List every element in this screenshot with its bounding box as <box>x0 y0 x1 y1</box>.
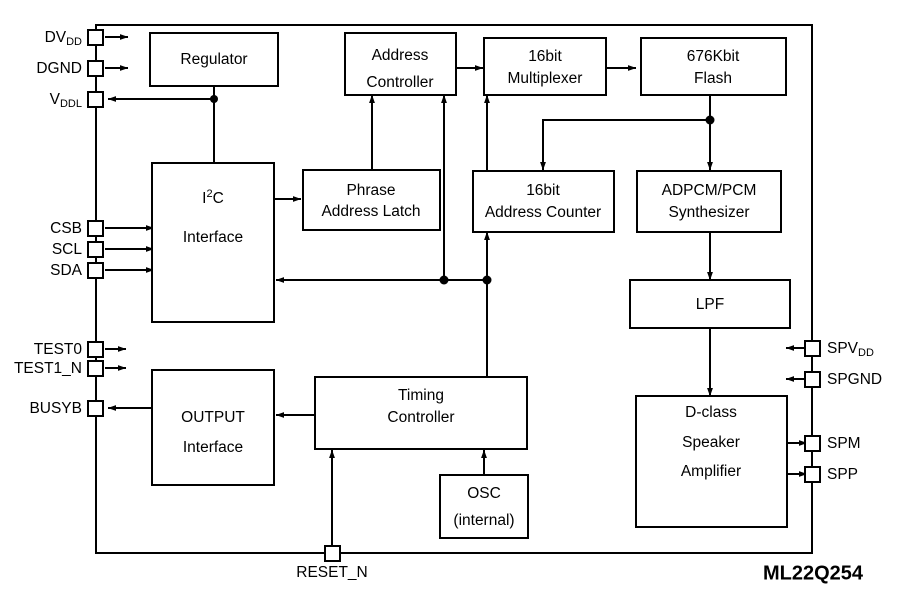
block-osc-label-1: OSC <box>467 485 501 502</box>
block-flash[interactable]: 676Kbit Flash <box>640 37 787 96</box>
block-multiplexer[interactable]: 16bit Multiplexer <box>483 37 607 96</box>
block-phrase-address-latch[interactable]: Phrase Address Latch <box>302 169 441 231</box>
block-synthesizer-label-2: Synthesizer <box>669 204 750 221</box>
pin-label-spp: SPP <box>827 466 858 483</box>
pin-label-vddl: VDDL <box>50 91 82 110</box>
pin-label-test0: TEST0 <box>34 341 83 358</box>
block-address-counter[interactable]: 16bit Address Counter <box>472 170 615 233</box>
pin-square-dvdd[interactable] <box>87 29 104 46</box>
block-timing-controller[interactable]: Timing Controller <box>314 376 528 450</box>
pin-label-dgnd: DGND <box>36 60 82 77</box>
block-flash-label-2: Flash <box>694 70 732 87</box>
junction-regulator-vddl <box>210 95 218 103</box>
pin-square-spgnd[interactable] <box>804 371 821 388</box>
block-amp-label-1: D-class <box>685 404 737 421</box>
block-i2c-interface[interactable]: I2C Interface <box>151 162 275 323</box>
pin-label-sda: SDA <box>50 262 83 279</box>
pin-square-dgnd[interactable] <box>87 60 104 77</box>
pin-square-spp[interactable] <box>804 466 821 483</box>
block-adpcm-pcm-synthesizer[interactable]: ADPCM/PCM Synthesizer <box>636 170 782 233</box>
pin-label-scl: SCL <box>52 241 83 258</box>
pin-label-spm: SPM <box>827 435 861 452</box>
pin-label-csb: CSB <box>50 220 82 237</box>
block-synthesizer-label-1: ADPCM/PCM <box>662 182 757 199</box>
wire-flash-to-counter <box>540 119 710 171</box>
part-number-label: ML22Q254 <box>763 562 864 584</box>
pin-square-sda[interactable] <box>87 262 104 279</box>
block-multiplexer-label-2: Multiplexer <box>508 70 583 87</box>
pins-left <box>87 29 104 417</box>
block-output-interface-label-2: Interface <box>183 439 243 456</box>
block-lpf[interactable]: LPF <box>629 279 791 329</box>
pin-labels-right: SPVDD SPGND SPM SPP <box>827 340 882 483</box>
pin-square-csb[interactable] <box>87 220 104 237</box>
block-address-controller[interactable]: Address Controller <box>344 32 457 96</box>
pin-label-dvdd: DVDD <box>45 29 82 48</box>
pin-square-busyb[interactable] <box>87 400 104 417</box>
pin-square-reset-n[interactable] <box>324 545 341 562</box>
pin-square-spvdd[interactable] <box>804 340 821 357</box>
block-regulator-label: Regulator <box>180 51 247 68</box>
block-address-counter-label-1: 16bit <box>526 182 560 199</box>
block-output-interface-label-1: OUTPUT <box>181 409 245 426</box>
pin-square-spm[interactable] <box>804 435 821 452</box>
block-osc[interactable]: OSC (internal) <box>439 474 529 539</box>
block-address-counter-label-2: Address Counter <box>485 204 601 221</box>
pin-label-spgnd: SPGND <box>827 371 882 388</box>
block-flash-label-1: 676Kbit <box>687 48 740 65</box>
block-address-controller-label-1: Address <box>372 47 429 64</box>
pins-right <box>804 340 821 483</box>
pin-label-spvdd: SPVDD <box>827 340 874 359</box>
pin-label-busyb: BUSYB <box>29 400 82 417</box>
pin-label-reset-n: RESET_N <box>296 564 368 581</box>
pin-square-test1n[interactable] <box>87 360 104 377</box>
block-d-class-speaker-amplifier[interactable]: D-class Speaker Amplifier <box>635 395 788 528</box>
pin-label-test1n: TEST1_N <box>14 360 82 377</box>
pin-square-vddl[interactable] <box>87 91 104 108</box>
wires <box>105 33 808 553</box>
block-output-interface[interactable]: OUTPUT Interface <box>151 369 275 486</box>
block-lpf-label: LPF <box>696 296 724 313</box>
block-phrase-address-latch-label-1: Phrase <box>346 182 395 199</box>
pin-labels-left: DVDD DGND VDDL CSB SCL SDA TEST0 TEST1_N… <box>14 29 83 417</box>
block-multiplexer-label-1: 16bit <box>528 48 562 65</box>
block-timing-controller-label-1: Timing <box>398 387 444 404</box>
pin-square-scl[interactable] <box>87 241 104 258</box>
block-timing-controller-label-2: Controller <box>387 409 454 426</box>
block-phrase-address-latch-label-2: Address Latch <box>321 203 420 220</box>
block-amp-label-2: Speaker <box>682 434 740 451</box>
block-i2c-interface-label-1: I2C <box>202 188 224 207</box>
block-osc-label-2: (internal) <box>453 512 514 529</box>
block-amp-label-3: Amplifier <box>681 463 741 480</box>
block-regulator[interactable]: Regulator <box>149 32 279 87</box>
pin-square-test0[interactable] <box>87 341 104 358</box>
block-address-controller-label-2: Controller <box>366 74 433 91</box>
block-i2c-interface-label-2: Interface <box>183 229 243 246</box>
